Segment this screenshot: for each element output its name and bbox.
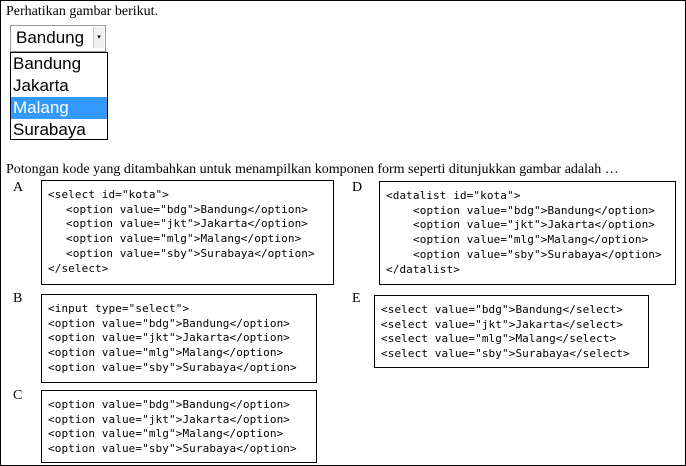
code-line: <select value="mlg">Malang</select>	[381, 332, 617, 346]
code-line: <option value="jkt">Jakarta</option>	[48, 331, 291, 345]
answer-d-letter: D	[352, 180, 363, 195]
select-option-bandung[interactable]: Bandung	[13, 54, 82, 73]
code-line: <option value="sby">Surabaya</option>	[413, 247, 662, 261]
code-line: <option value="sby">Surabaya</option>	[48, 442, 297, 456]
intro-text: Perhatikan gambar berikut.	[6, 4, 159, 19]
answer-c-code: <option value="bdg">Bandung</option> <op…	[41, 390, 317, 463]
code-line: <select id="kota">	[48, 188, 170, 201]
code-line: <input type="select">	[48, 302, 190, 315]
code-line: </datalist>	[386, 262, 460, 276]
select-current-value: Bandung	[16, 28, 85, 47]
code-line: <option value="mlg">Malang</option>	[48, 346, 284, 360]
chevron-down-icon[interactable]: ▾	[93, 27, 104, 48]
code-line: <option value="bdg">Bandung</option>	[66, 202, 309, 216]
question-text: Potongan kode yang ditambahkan untuk men…	[6, 162, 619, 177]
select-option-surabaya[interactable]: Surabaya	[13, 120, 86, 139]
code-line: </select>	[48, 261, 109, 275]
answer-b-code: <input type="select"> <option value="bdg…	[41, 294, 317, 383]
code-line: <option value="bdg">Bandung</option>	[48, 398, 291, 411]
answer-a-letter: A	[13, 180, 24, 195]
city-select[interactable]: Bandung ▾	[10, 25, 106, 52]
select-option-malang[interactable]: Malang	[11, 97, 107, 119]
select-option-list: Bandung Jakarta Malang Surabaya	[10, 52, 108, 140]
code-line: <datalist id="kota">	[386, 189, 521, 202]
code-line: <option value="jkt">Jakarta</option>	[48, 412, 291, 426]
answer-a-code: <select id="kota"> <option value="bdg">B…	[41, 180, 334, 285]
select-option-jakarta[interactable]: Jakarta	[13, 76, 69, 95]
code-line: <option value="mlg">Malang</option>	[66, 232, 302, 246]
code-line: <option value="bdg">Bandung</option>	[48, 316, 291, 330]
answer-c-letter: C	[13, 388, 23, 403]
answer-b-letter: B	[13, 291, 23, 306]
answer-e-code: <select value="bdg">Bandung</select> <se…	[374, 295, 649, 368]
code-line: <option value="mlg">Malang</option>	[413, 233, 649, 247]
code-line: <option value="jkt">Jakarta</option>	[66, 217, 309, 231]
code-line: <option value="mlg">Malang</option>	[48, 427, 284, 441]
answer-d-code: <datalist id="kota"> <option value="bdg"…	[379, 181, 676, 285]
code-line: <option value="sby">Surabaya</option>	[66, 246, 315, 260]
code-line: <option value="sby">Surabaya</option>	[48, 360, 297, 374]
answer-e-letter: E	[352, 291, 361, 306]
code-line: <option value="bdg">Bandung</option>	[413, 203, 656, 217]
code-line: <select value="bdg">Bandung</select>	[381, 303, 624, 316]
code-line: <select value="jkt">Jakarta</select>	[381, 317, 624, 331]
code-line: <option value="jkt">Jakarta</option>	[413, 218, 656, 232]
code-line: <select value="sby">Surabaya</select>	[381, 347, 630, 361]
